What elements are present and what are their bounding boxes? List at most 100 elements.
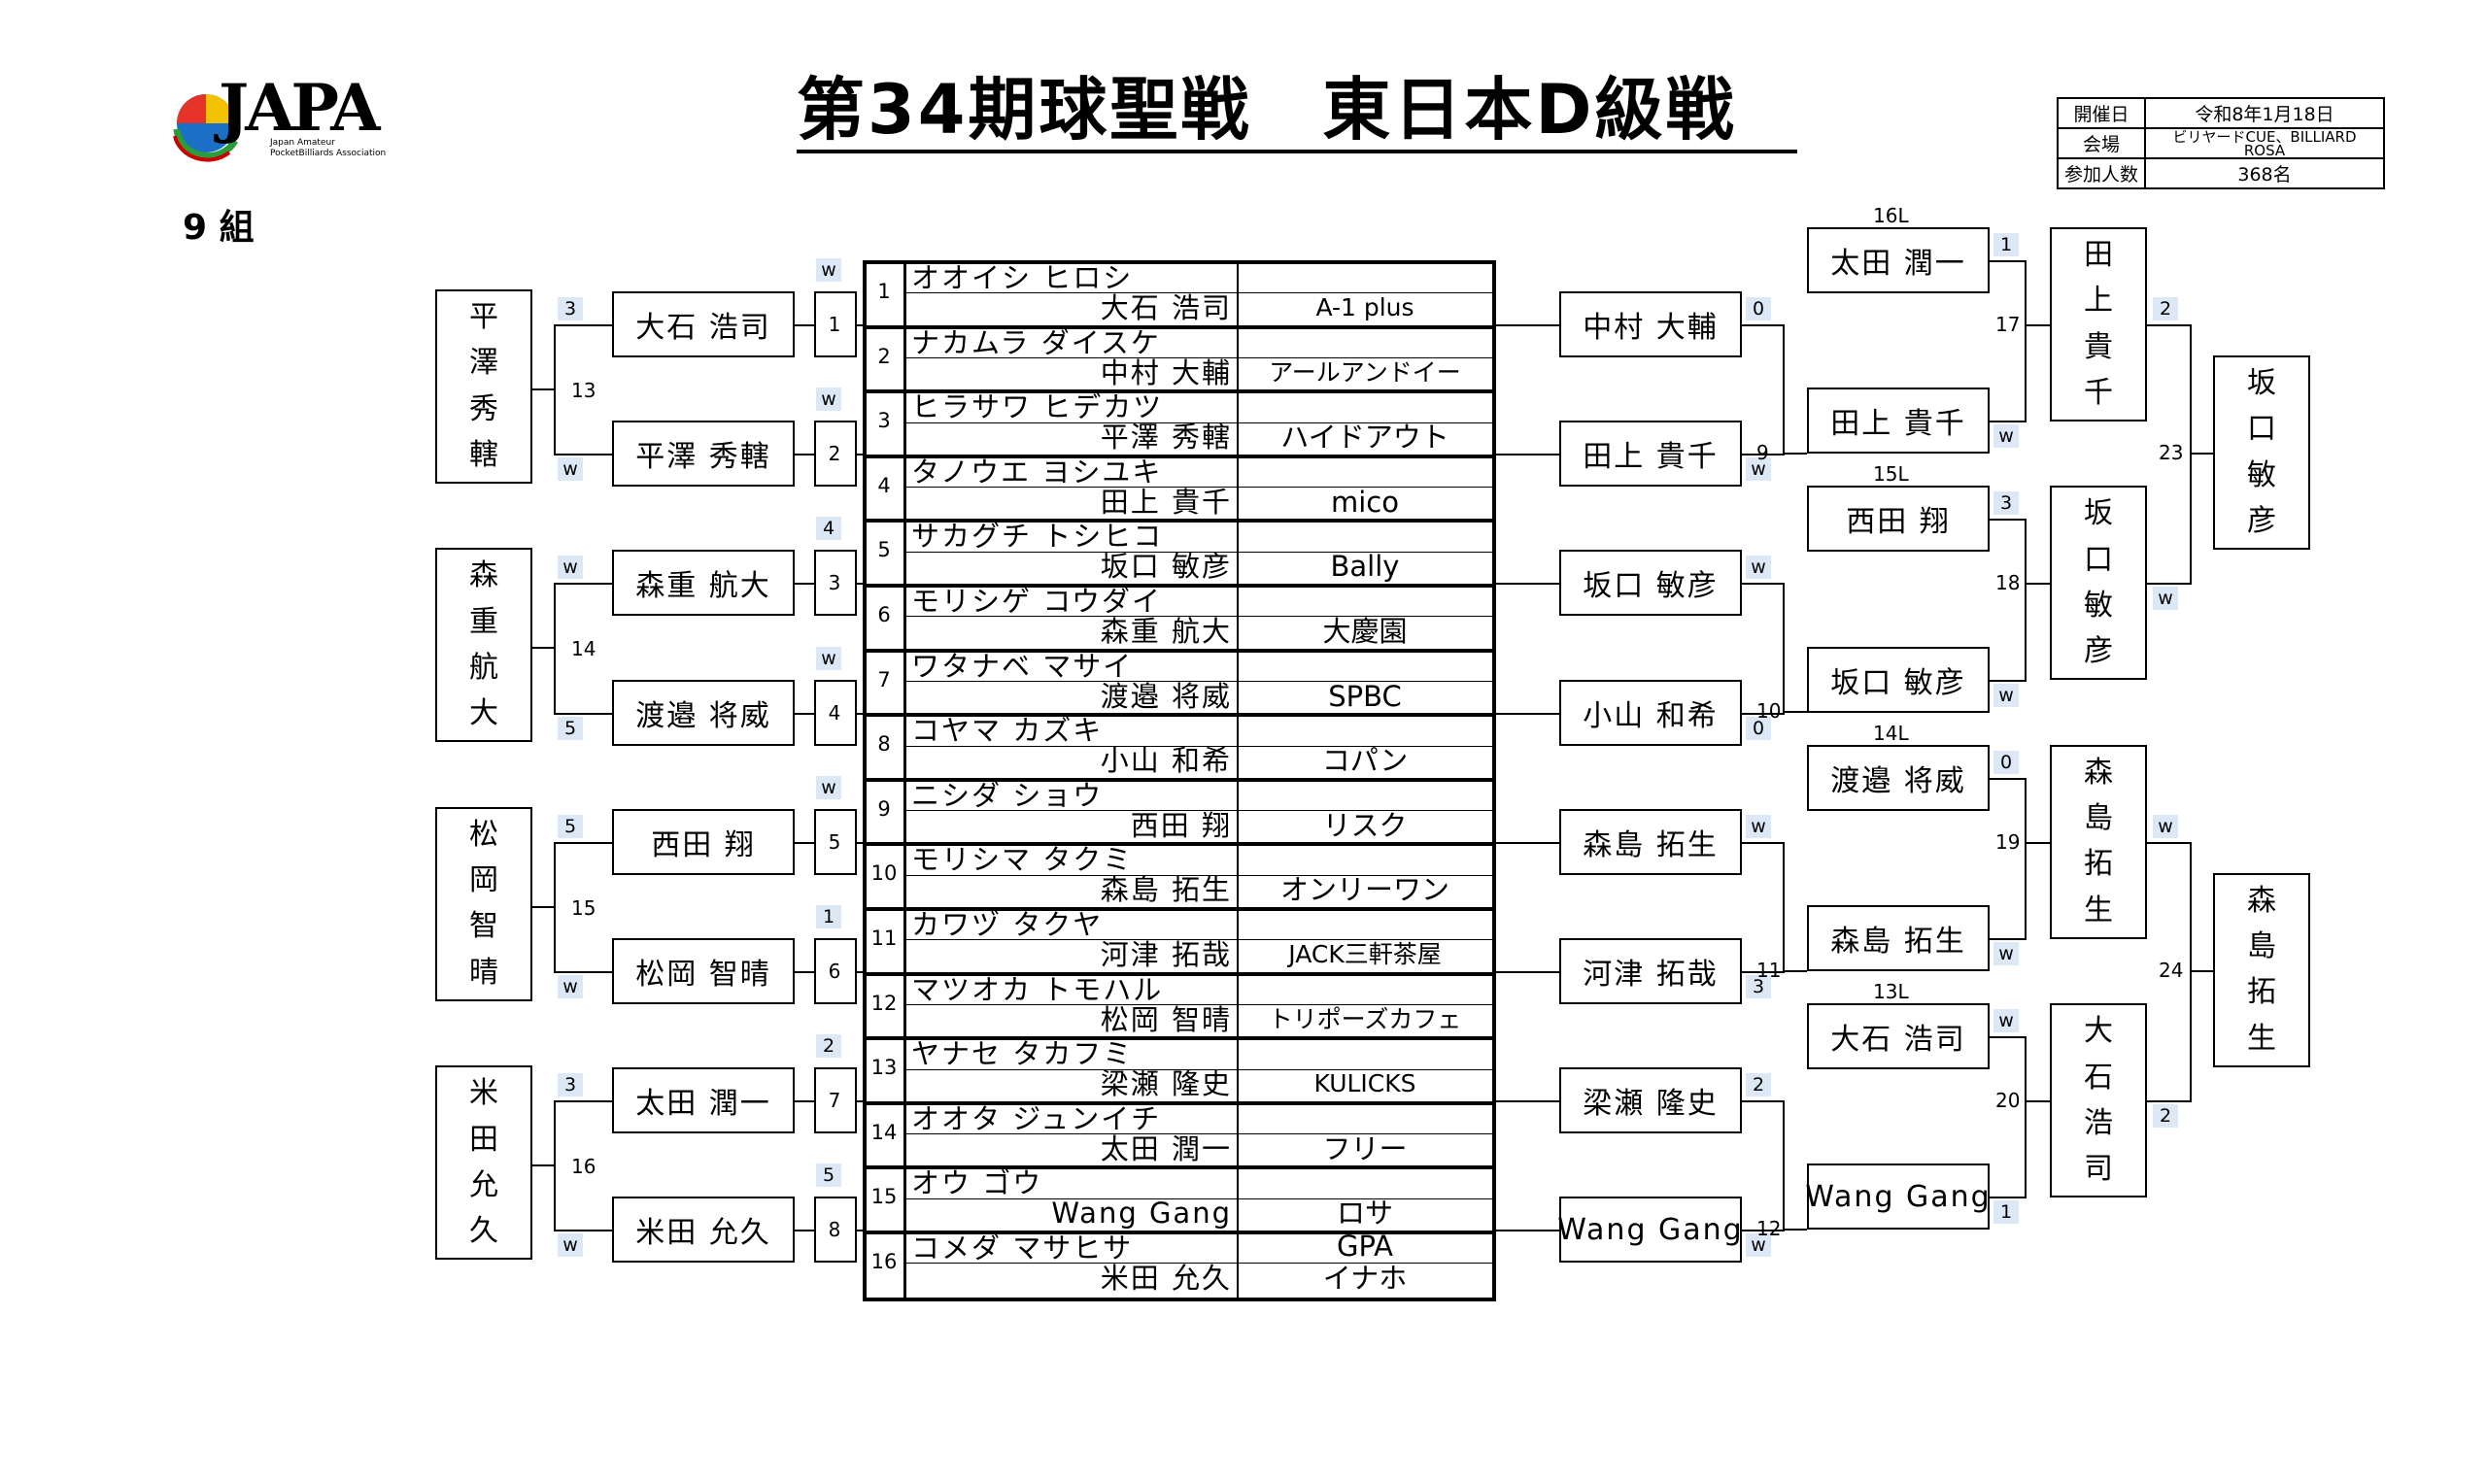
bracket-line (903, 810, 1496, 812)
winner-box: 大石浩司 (2050, 1003, 2147, 1198)
player-club: KULICKS (1313, 1069, 1416, 1098)
score-cell: w (816, 388, 841, 412)
bracket-line (2025, 841, 2050, 844)
score-cell: w (816, 258, 841, 282)
bracket-line (903, 680, 1496, 682)
match-number: 12 (1756, 1217, 1782, 1241)
bracket-line (795, 1230, 814, 1232)
score-cell: w (2153, 587, 2178, 611)
bracket-line (554, 454, 612, 456)
bracket-line (795, 454, 814, 456)
score-cell: w (1993, 424, 2019, 449)
bracket-line (903, 745, 1496, 747)
match-number: 17 (1995, 313, 2021, 336)
match-number: 11 (1756, 958, 1782, 982)
bracket-line (515, 1164, 554, 1167)
name-char: 平 (469, 300, 498, 334)
name-char: 大 (2084, 1014, 2113, 1049)
bracket-label: 16L (1873, 204, 1909, 227)
bracket-line (554, 583, 612, 586)
venue-value: ビリヤードCUE、BILLIARD ROSA (2144, 127, 2385, 159)
player-club: Bally (1330, 550, 1400, 584)
player-kana: モリシマ タクミ (911, 843, 1134, 877)
bracket-line (903, 551, 1496, 553)
bracket-line (1783, 583, 1785, 715)
score-cell: w (2153, 814, 2178, 838)
match-number: 4 (877, 473, 891, 497)
slot-cell: 2 (814, 421, 857, 488)
name-char: 轄 (469, 437, 498, 472)
name-char: 石 (2084, 1060, 2113, 1095)
player-box: 渡邉 将威 (1807, 744, 1990, 811)
player-kana: ニシダ ショウ (911, 778, 1104, 812)
bracket-line (2190, 453, 2213, 455)
bracket-line (795, 841, 814, 844)
player-box: 梁瀬 隆史 (1559, 1067, 1742, 1134)
player-kana: マツオカ トモハル (911, 972, 1164, 1006)
match-number: 7 (877, 667, 891, 691)
winner-box: 平澤秀轄 (435, 289, 532, 484)
bracket-line (1783, 324, 1785, 456)
venue-label: 会場 (2056, 127, 2147, 159)
name-char: 田 (2084, 238, 2113, 272)
name-char: 森 (469, 558, 498, 593)
winner-box: 田上貴千 (2050, 227, 2147, 422)
bracket-line (554, 1100, 612, 1103)
match-number: 14 (571, 637, 596, 661)
player-club: A-1 plus (1315, 293, 1414, 321)
bracket-line (903, 487, 1496, 489)
player-kana: サカグチ トシヒコ (911, 520, 1164, 554)
player-box: 米田 允久 (612, 1197, 795, 1264)
bracket-line (1990, 679, 2025, 682)
bracket-line (857, 583, 863, 586)
name-char: 久 (469, 1214, 498, 1249)
score-cell: 2 (1746, 1073, 1771, 1097)
name-char: 大 (469, 696, 498, 731)
name-char: 口 (2084, 542, 2113, 577)
participants-value: 368名 (2144, 157, 2385, 189)
player-kana: ヒラサワ ヒデカツ (911, 390, 1164, 424)
bracket-line (863, 1036, 1496, 1041)
name-char: 秀 (469, 391, 498, 426)
score-cell: 3 (1993, 491, 2019, 516)
player-box: 田上 貴千 (1807, 388, 1990, 455)
bracket-line (1990, 1197, 2025, 1199)
bracket-line (1783, 711, 1807, 714)
bracket-line (515, 388, 554, 390)
slot-cell: 5 (814, 808, 857, 875)
player-club: JACK三軒茶屋 (1288, 940, 1442, 968)
player-club: オンリーワン (1279, 873, 1449, 907)
winner-box: 森島拓生 (2050, 744, 2147, 939)
name-char: 生 (2247, 1021, 2276, 1056)
score-cell: 1 (816, 905, 841, 928)
slot-cell: 4 (814, 679, 857, 746)
match-number: 24 (2159, 958, 2184, 982)
bracket-line (2025, 519, 2027, 682)
name-char: 米 (469, 1076, 498, 1111)
player-name: 米田 允久 (1100, 1262, 1232, 1295)
bracket-line (1496, 712, 1559, 715)
name-char: 島 (2247, 929, 2276, 964)
bracket-line (554, 712, 612, 715)
player-box: 西田 翔 (612, 808, 795, 875)
bracket-line (2025, 583, 2050, 586)
bracket-line (2147, 583, 2190, 586)
match-number: 12 (870, 991, 898, 1015)
match-number: 9 (877, 796, 891, 821)
name-char: 口 (2247, 412, 2276, 447)
bracket-line (1990, 938, 2025, 940)
player-kana: ワタナベ マサイ (911, 649, 1134, 683)
bracket-line (554, 583, 556, 715)
bracket-line (903, 874, 1496, 876)
bracket-line (857, 841, 863, 844)
player-name: 森重 航大 (1100, 615, 1232, 648)
player-kana: カワヅ タクヤ (911, 908, 1104, 941)
name-char: 拓 (2247, 975, 2276, 1010)
player-box: 太田 潤一 (1807, 227, 1990, 293)
bracket-line (2147, 1100, 2190, 1103)
player-name: 森島 拓生 (1100, 873, 1232, 907)
bracket-line (554, 1100, 556, 1232)
player-club: ロサ (1336, 1197, 1393, 1231)
name-char: 司 (2084, 1152, 2113, 1187)
match-number: 16 (870, 1250, 898, 1273)
